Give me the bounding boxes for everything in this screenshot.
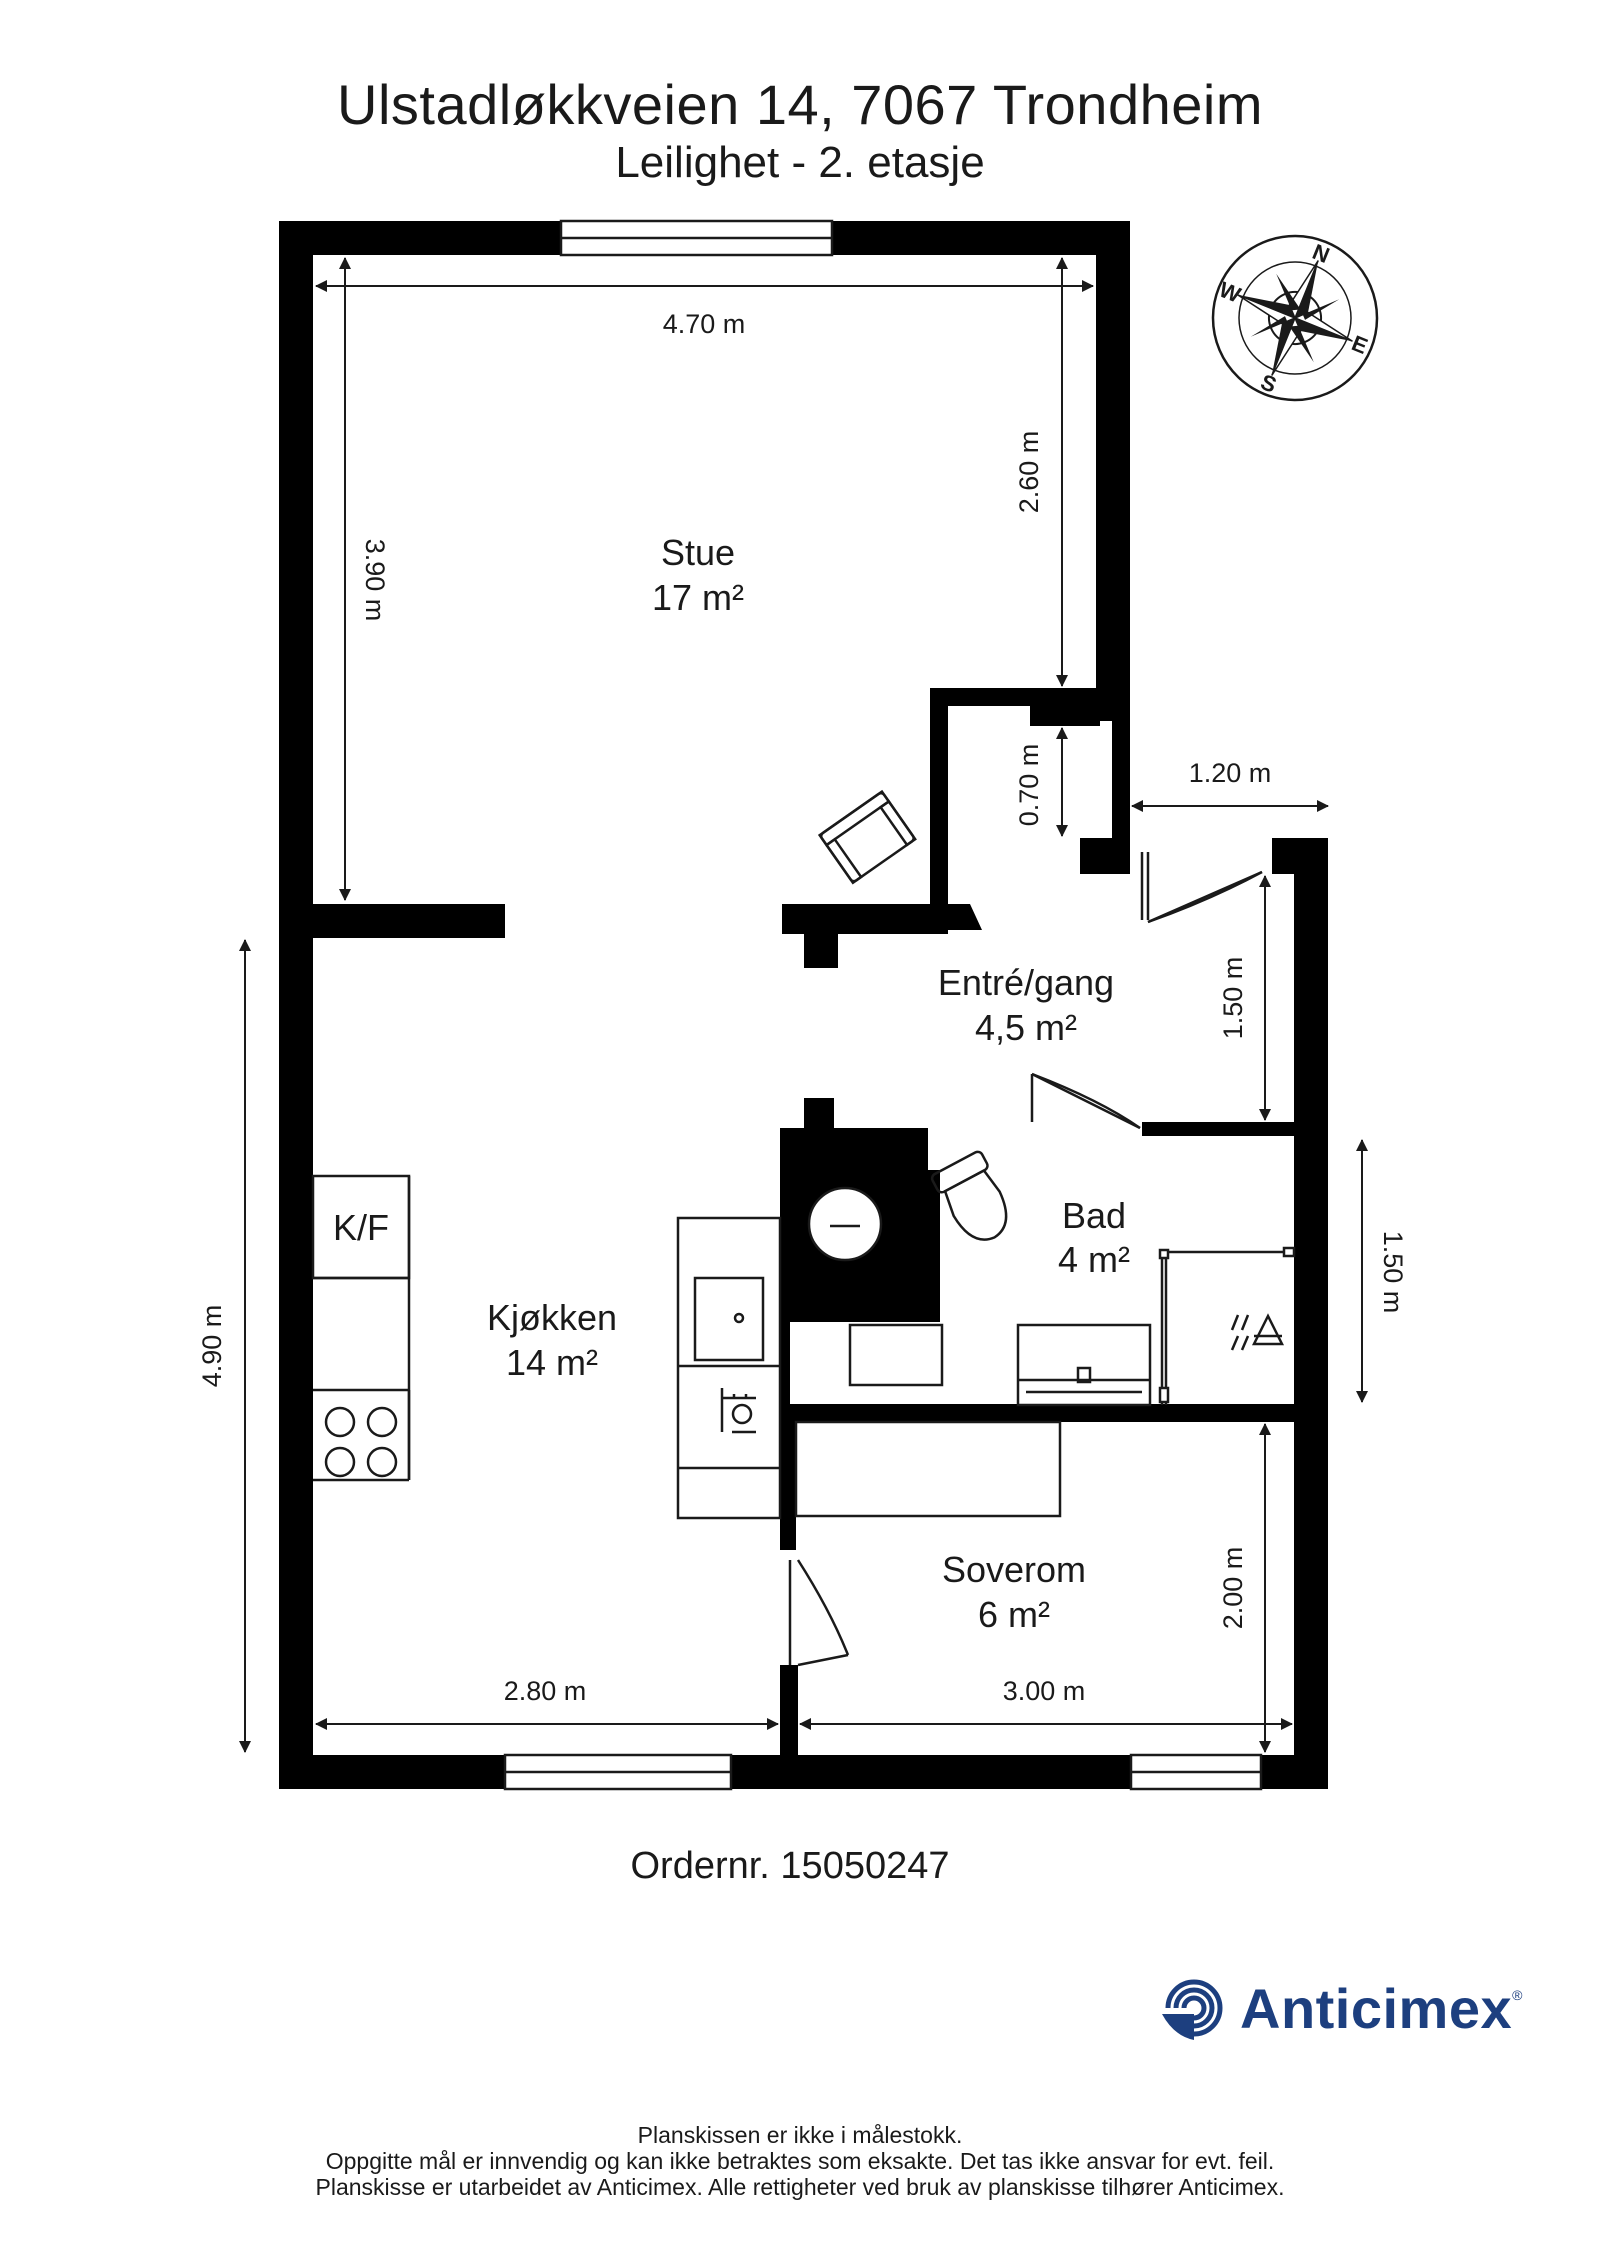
wall-right-stue: [1096, 221, 1130, 721]
plan-title: Ulstadløkkveien 14, 7067 Trondheim: [337, 73, 1263, 136]
wall-notch-left: [930, 688, 948, 930]
toilet-icon: [930, 1150, 1008, 1241]
wall-bottom-left: [279, 1755, 505, 1789]
window-top: [559, 219, 834, 257]
bath-cabinet: [848, 1323, 944, 1387]
dim-kjokken-depth: 4.90 m: [197, 1305, 227, 1388]
room-kjokken-area: 14 m²: [506, 1342, 598, 1383]
dim-stue-depth: 3.90 m: [360, 539, 390, 622]
disclaimer: Planskissen er ikke i målestokk. Oppgitt…: [0, 2122, 1600, 2200]
dim-soverom-width: 3.00 m: [1003, 1676, 1086, 1706]
anticimex-logo-icon: [1162, 1979, 1223, 2040]
door-bedroom: [788, 1559, 850, 1667]
window-bedroom: [1129, 1753, 1263, 1791]
shower-icon: [1158, 1246, 1296, 1405]
room-kjokken-name: Kjøkken: [487, 1297, 617, 1338]
wardrobe: [794, 1420, 1062, 1518]
wall-notch-corner: [948, 904, 982, 930]
dim-entre-depth: 1.50 m: [1218, 957, 1248, 1040]
windows: [503, 219, 1263, 1791]
doors: [788, 852, 1263, 1667]
wall-kitchen-bedroom-lower: [780, 1665, 798, 1789]
room-labels: Stue 17 m² Entré/gang 4,5 m² Bad 4 m² Kj…: [487, 532, 1130, 1635]
wall-entre-right-upper: [1112, 706, 1130, 856]
wall-bath-top-right: [1142, 1122, 1294, 1136]
door-bathroom: [1030, 1072, 1141, 1130]
wall-bath-bottom: [780, 1404, 1294, 1422]
disclaimer-line-3: Planskisse er utarbeidet av Anticimex. A…: [315, 2174, 1285, 2200]
dim-stue-width: 4.70 m: [663, 309, 746, 339]
dimension-labels: 4.70 m 3.90 m 2.60 m 0.70 m 1.20 m 1.50 …: [197, 309, 1408, 1706]
wall-kitchen-bedroom-upper: [780, 1404, 796, 1550]
door-entrance: [1140, 852, 1263, 924]
wall-stue-notch-top: [930, 688, 1130, 706]
wall-left-stue: [279, 221, 313, 921]
kitchen-counter: [313, 1176, 411, 1482]
brand-logo: Anticimex ®: [1160, 1973, 1522, 2043]
room-soverom-area: 6 m²: [978, 1594, 1050, 1635]
brand-registered-mark: ®: [1512, 1987, 1523, 2003]
window-kitchen: [503, 1753, 733, 1791]
sink-icon: [693, 1276, 765, 1362]
room-bad-name: Bad: [1062, 1195, 1126, 1236]
room-entre-area: 4,5 m²: [975, 1007, 1077, 1048]
room-stue-name: Stue: [661, 532, 735, 573]
fridge-freezer-label: K/F: [333, 1207, 389, 1248]
wall-top-left: [279, 221, 561, 255]
dim-soverom-depth: 2.00 m: [1218, 1547, 1248, 1630]
fixtures: K/F: [311, 789, 1296, 1520]
room-stue-area: 17 m²: [652, 577, 744, 618]
disclaimer-line-2: Oppgitte mål er innvendig og kan ikke be…: [325, 2148, 1275, 2174]
wall-stue-kitchen-left: [313, 904, 505, 938]
armchair-icon: [817, 789, 917, 885]
wall-right-bad: [1294, 838, 1328, 1789]
dim-niche: 0.70 m: [1014, 744, 1044, 827]
dim-bad-depth: 1.50 m: [1378, 1231, 1408, 1314]
exterior-walls: [279, 221, 1328, 1789]
dim-entre-width: 1.20 m: [1189, 758, 1272, 788]
room-entre-name: Entré/gang: [938, 962, 1114, 1003]
wall-door-jamb-left: [1080, 838, 1130, 874]
brand-name: Anticimex: [1240, 1976, 1513, 2040]
compass-rose-icon: N E S W: [1211, 234, 1379, 402]
order-number: Ordernr. 15050247: [630, 1845, 950, 1887]
disclaimer-line-1: Planskissen er ikke i målestokk.: [637, 2122, 963, 2148]
dim-kjokken-width: 2.80 m: [504, 1676, 587, 1706]
wall-stub: [804, 934, 838, 968]
wall-stue-kitchen-right: [782, 904, 948, 934]
dishwasher-icon: [720, 1388, 756, 1434]
wall-notch-step: [1030, 706, 1100, 726]
wall-top-right: [832, 221, 1130, 255]
dimension-lines: [239, 257, 1368, 1753]
wall-left-kitchen: [279, 921, 313, 1789]
dim-stue-right: 2.60 m: [1014, 431, 1044, 514]
stove-icon: [324, 1406, 398, 1478]
bathroom-sink-icon: [1016, 1323, 1152, 1407]
plan-subtitle: Leilighet - 2. etasje: [615, 138, 985, 187]
interior-walls: [313, 904, 1294, 1789]
room-bad-area: 4 m²: [1058, 1239, 1130, 1280]
kitchen-island: [676, 1216, 782, 1520]
wall-bottom-right: [1261, 1755, 1328, 1789]
wall-bath-stub-top: [804, 1098, 834, 1128]
washing-machine-icon: [807, 1186, 883, 1262]
room-soverom-name: Soverom: [942, 1549, 1086, 1590]
